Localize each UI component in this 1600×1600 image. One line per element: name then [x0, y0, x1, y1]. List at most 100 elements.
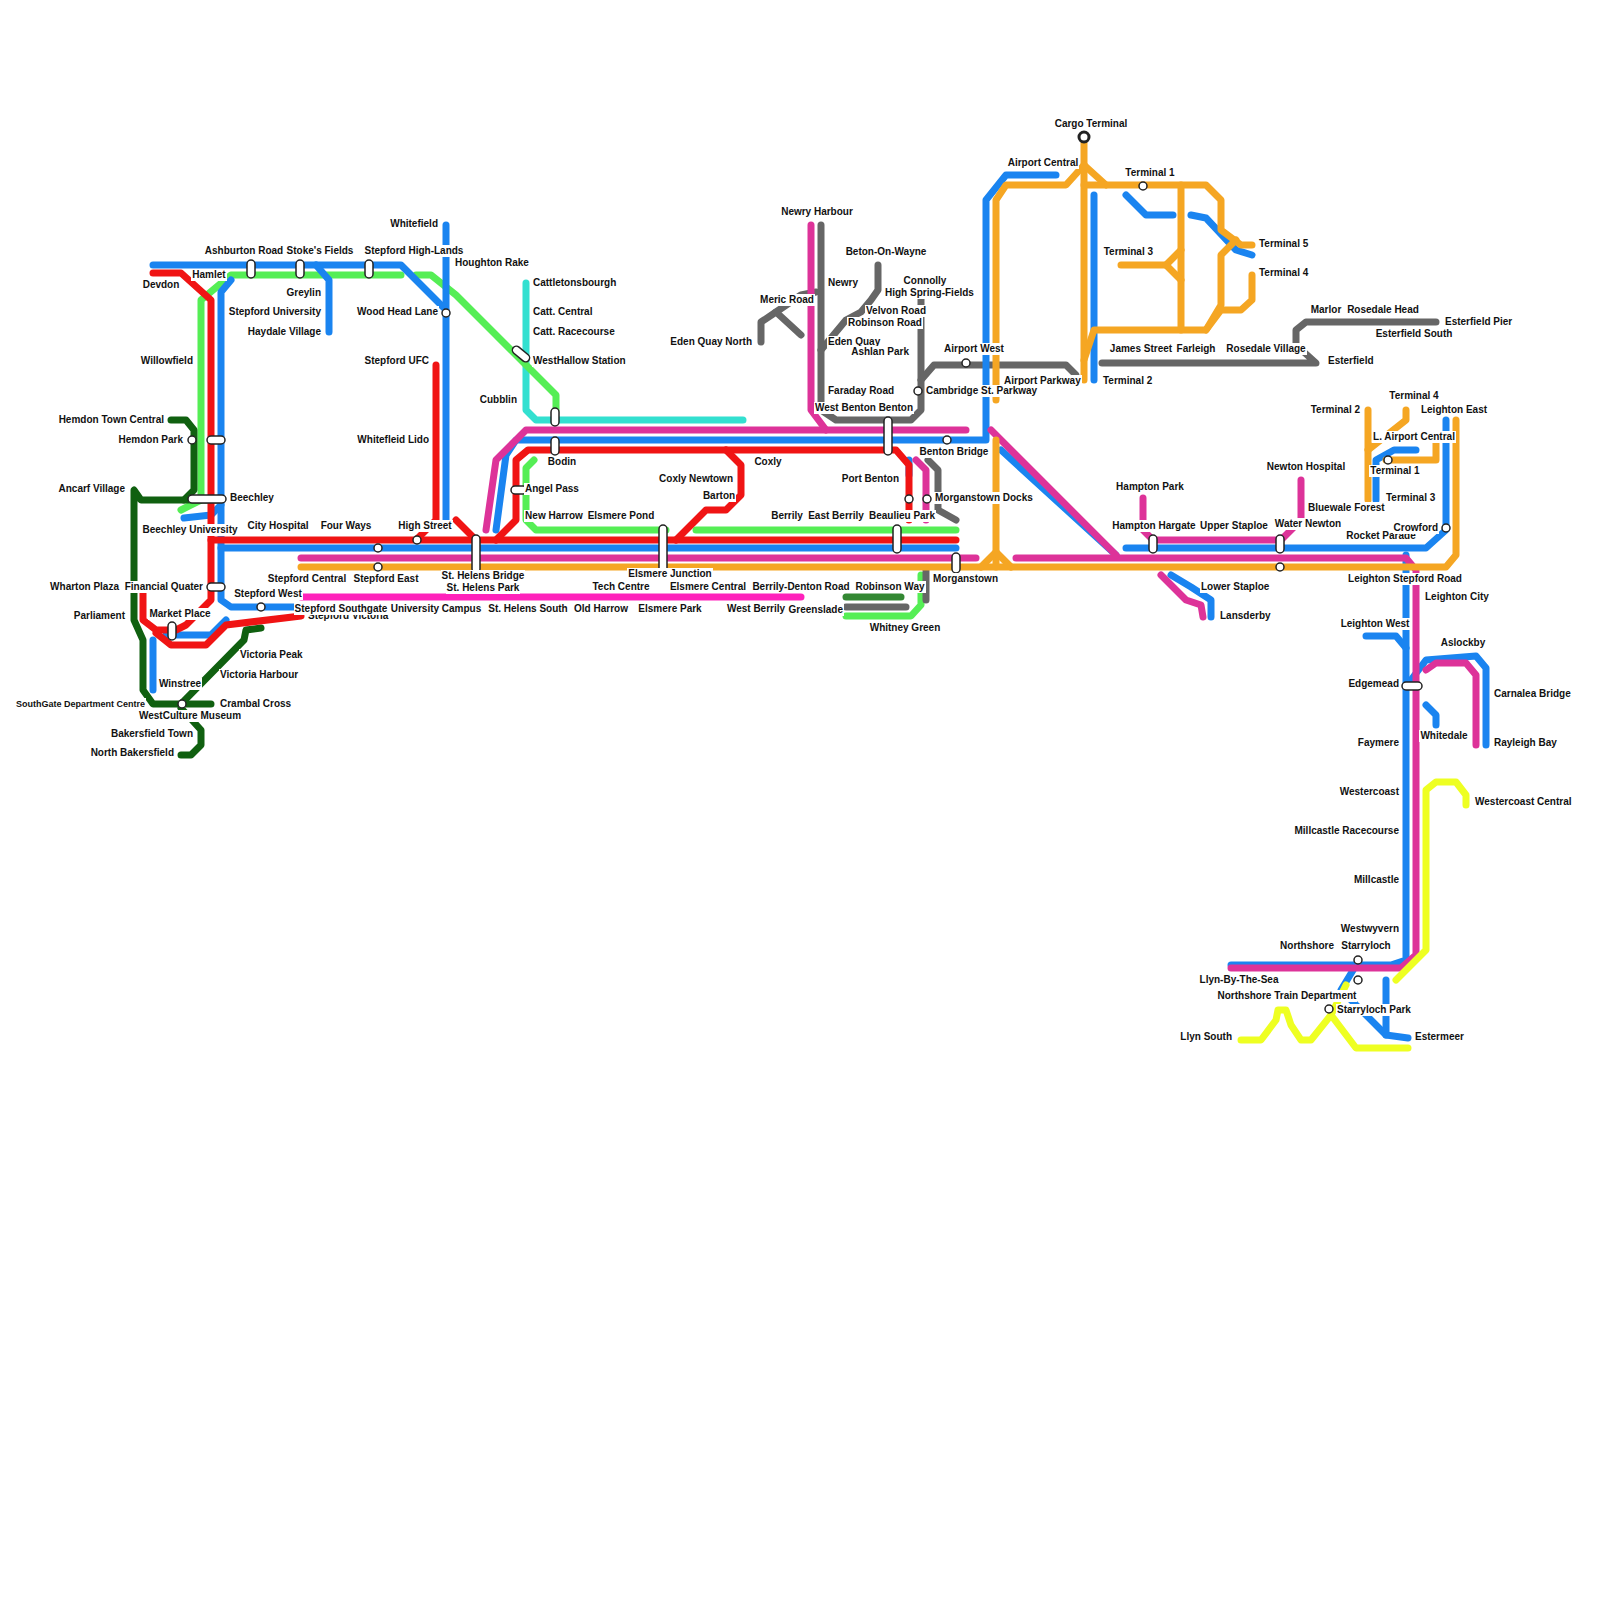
station-label: Bakersfield Town: [110, 728, 194, 740]
station-label: Victoria Harbour: [219, 669, 299, 681]
station-label: Airport West: [943, 343, 1005, 355]
red-line: [143, 273, 956, 645]
station-label: Elsmere Park: [637, 603, 702, 615]
station-label: Beton-On-Wayne: [845, 246, 928, 258]
station-label: Willowfield: [140, 355, 194, 367]
station-label: Westercoast: [1339, 786, 1400, 798]
station-label: Devdon: [142, 279, 181, 291]
station-label: Esterfield: [1327, 355, 1375, 367]
station-label: Whitefield: [389, 218, 439, 230]
station-label: Lansderby: [1219, 610, 1272, 622]
station-label: Berrily-Denton Road: [751, 581, 850, 593]
station-label: Newry Harbour: [780, 206, 854, 218]
station-label: St. Helens Bridge: [441, 570, 526, 582]
station-label: Bluewale Forest: [1307, 502, 1386, 514]
station-label: Stepford University: [228, 306, 322, 318]
station-label: Crowford: [1393, 522, 1439, 534]
station-label: Marlor: [1310, 304, 1343, 316]
station-label: L. Airport Central: [1372, 431, 1456, 443]
station-label: Four Ways: [320, 520, 373, 532]
station-label: Northshore: [1279, 940, 1335, 952]
station-label: High Spring-Fields: [884, 287, 975, 299]
station-label: Whitefleid Lido: [356, 434, 430, 446]
station-label: Starryloch: [1340, 940, 1391, 952]
station-label: West Berrily: [726, 603, 786, 615]
station-label: Newton Hospital: [1266, 461, 1346, 473]
station-label: Ashburton Road: [204, 245, 284, 257]
station-label: Stoke's Fields: [286, 245, 355, 257]
station-label: SouthGate Department Centre: [15, 698, 146, 710]
station-label: Benton Bridge: [919, 446, 990, 458]
station-label: Wood Head Lane: [356, 306, 439, 318]
station-label: Elsmere Pond: [587, 510, 656, 522]
station-label: St. Helens Park: [446, 582, 521, 594]
station-label: Cubblin: [479, 394, 518, 406]
station-label: Hamlet: [191, 269, 226, 281]
station-label: Upper Staploe: [1199, 520, 1269, 532]
magenta-line: [301, 225, 1476, 968]
station-label: Elsmere Junction: [627, 568, 712, 580]
station-label: Llyn-By-The-Sea: [1199, 974, 1280, 986]
station-label: Westercoast Central: [1474, 796, 1573, 808]
blue-line: [153, 175, 1486, 1038]
station-label: Ashlan Park: [850, 346, 910, 358]
orange-line: [301, 140, 1456, 567]
station-label: Catt. Racecourse: [532, 326, 616, 338]
station-label: Water Newton: [1274, 518, 1342, 530]
station-label: East Berrily: [807, 510, 865, 522]
station-label: Stepford Southgate: [294, 603, 389, 615]
station-label: Edgemead: [1347, 678, 1400, 690]
station-label: Parliament: [73, 610, 126, 622]
rail-lines: [16, 0, 1584, 1568]
station-label: Rayleigh Bay: [1493, 737, 1558, 749]
station-label: Leighton West: [1340, 618, 1411, 630]
station-label: High Street: [397, 520, 452, 532]
station-label: Millcastle Racecourse: [1294, 825, 1401, 837]
station-label: Barton: [702, 490, 736, 502]
station-label: Whitney Green: [869, 622, 942, 634]
station-label: University Campus: [390, 603, 483, 615]
station-label: Beaulieu Park: [868, 510, 936, 522]
station-label: Leighton East: [1420, 404, 1488, 416]
station-label: Beechley: [229, 492, 275, 504]
station-label: Terminal 4: [1388, 390, 1439, 402]
station-label: Ancarf Village: [57, 483, 126, 495]
station-label: Rosedale Head: [1346, 304, 1420, 316]
station-label: Starryloch Park: [1336, 1004, 1412, 1016]
station-label: Faraday Road: [827, 385, 895, 397]
interchange-marks: [168, 132, 1450, 1013]
station-label: City Hospital: [246, 520, 309, 532]
station-label: Coxly: [753, 456, 782, 468]
station-label: Terminal 5: [1258, 238, 1309, 250]
station-label: Terminal 3: [1385, 492, 1436, 504]
station-label: Hampton Park: [1115, 481, 1185, 493]
station-label: Haydale Village: [247, 326, 322, 338]
station-label: Millcastle: [1353, 874, 1400, 886]
station-label: Angel Pass: [524, 483, 580, 495]
station-label: Whitedale: [1419, 730, 1468, 742]
station-label: Catt. Central: [532, 306, 593, 318]
station-label: Stepford Central: [267, 573, 347, 585]
station-label: Carnalea Bridge: [1493, 688, 1572, 700]
station-label: Lower Staploe: [1200, 581, 1270, 593]
station-label: Aslockby: [1440, 637, 1486, 649]
station-label: Farleigh: [1176, 343, 1217, 355]
station-label: Berrily: [770, 510, 804, 522]
station-label: Faymere: [1357, 737, 1400, 749]
station-label: WestHallow Station: [532, 355, 627, 367]
station-label: Meric Road: [759, 294, 815, 306]
station-label: Westwyvern: [1340, 923, 1400, 935]
station-label: Morganstown Docks: [934, 492, 1034, 504]
station-label: Velvon Road: [865, 305, 927, 317]
station-label: Leighton Stepford Road: [1347, 573, 1463, 585]
station-label: Greenslade: [788, 604, 844, 616]
station-label: Bodin: [547, 456, 577, 468]
station-label: Terminal 2: [1310, 404, 1361, 416]
station-label: Elsmere Central: [669, 581, 747, 593]
station-label: North Bakersfield: [90, 747, 175, 759]
station-label: Greylin: [286, 287, 322, 299]
station-label: Financial Quater: [124, 581, 204, 593]
station-label: Newry: [827, 277, 859, 289]
station-label: New Harrow: [524, 510, 584, 522]
station-label: Winstree: [158, 678, 202, 690]
